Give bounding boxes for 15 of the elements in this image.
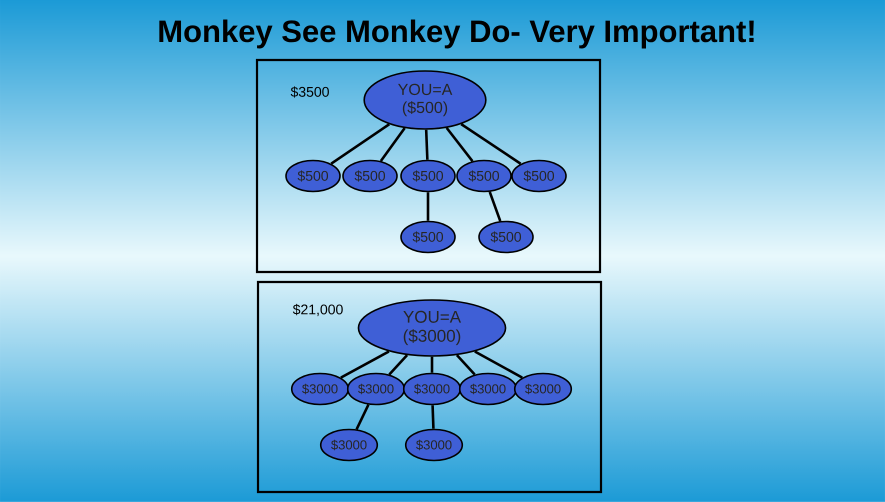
connector-line xyxy=(388,354,408,376)
connector-line xyxy=(380,127,406,162)
title: Monkey See Monkey Do- Very Important! xyxy=(159,20,754,48)
connector-line xyxy=(488,192,502,222)
connector-line xyxy=(424,130,429,160)
connector-line xyxy=(456,354,476,376)
connector-line xyxy=(430,356,434,373)
connector-line xyxy=(446,127,474,162)
connector-line xyxy=(474,350,523,379)
connector-line xyxy=(431,405,435,429)
connector-line xyxy=(330,123,390,165)
connector-line xyxy=(355,404,370,430)
connector-line xyxy=(460,123,522,165)
connector-line xyxy=(426,192,430,221)
connector-line xyxy=(340,350,390,379)
